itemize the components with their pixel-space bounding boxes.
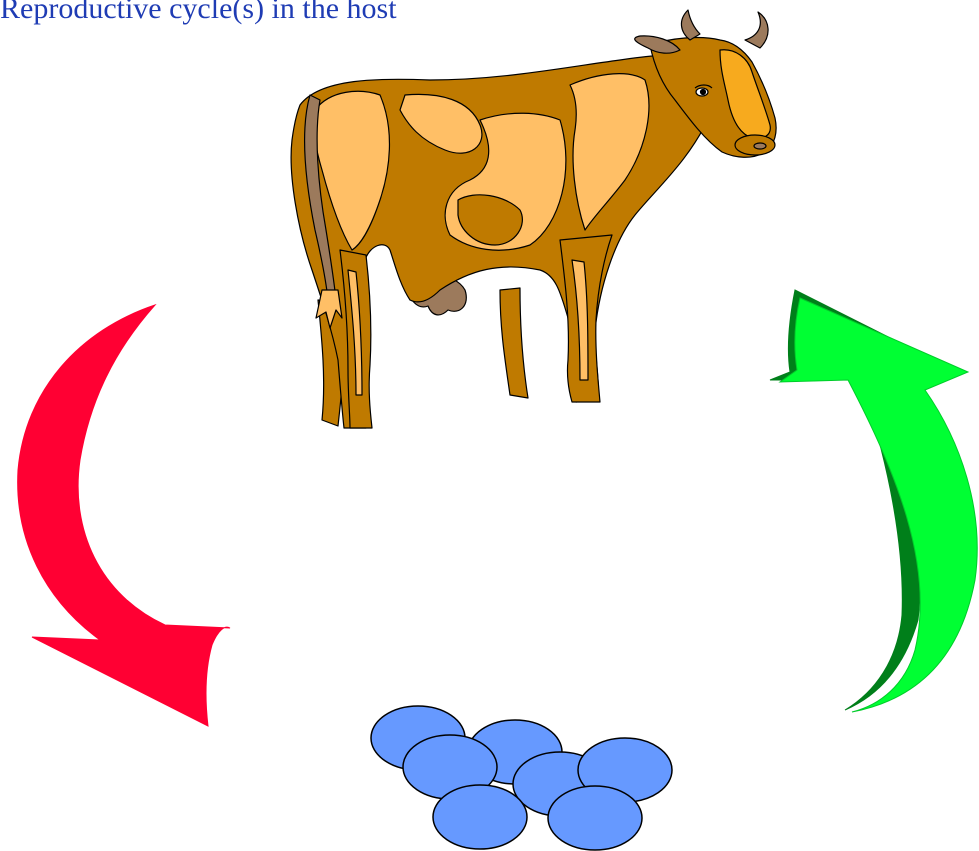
cow-illustration (291, 10, 776, 428)
green-curved-arrow-up (770, 290, 977, 712)
egg (548, 786, 642, 850)
cow-right-horn (745, 12, 768, 48)
cow-left-horn (681, 10, 700, 40)
cow-far-front-leg (500, 288, 528, 398)
red-curved-arrow-down (18, 305, 230, 726)
cow-ear (635, 36, 680, 53)
egg (433, 785, 527, 849)
egg-cluster (371, 706, 672, 850)
